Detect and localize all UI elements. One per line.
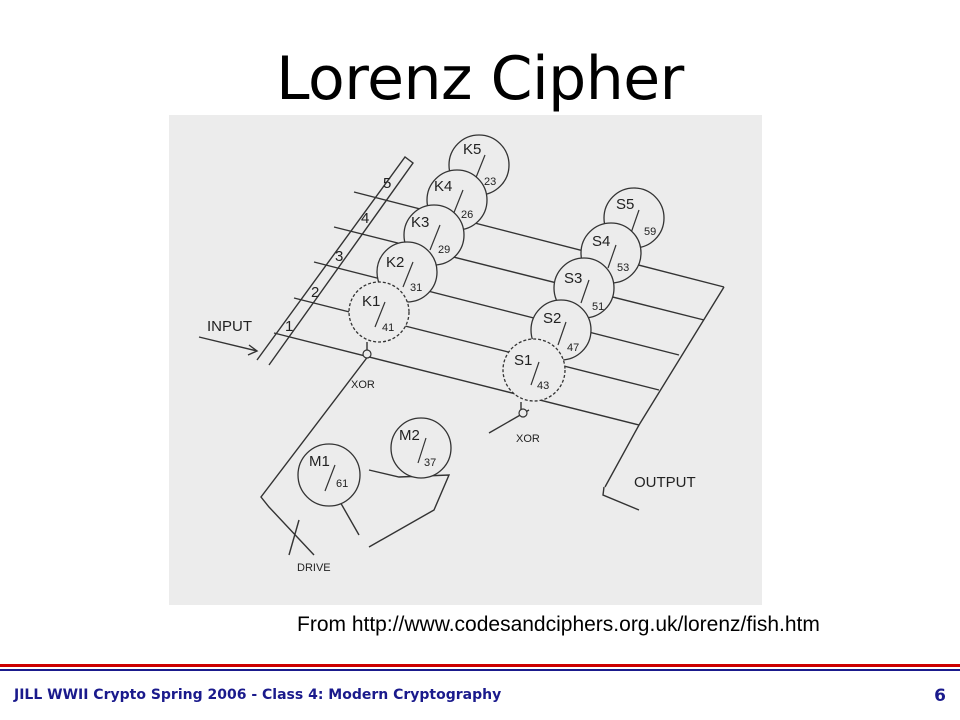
drive-label: DRIVE [297,562,331,574]
drive-wire-a [260,354,370,556]
svg-text:59: 59 [644,226,656,238]
footer-divider-blue [0,669,960,671]
svg-text:23: 23 [484,176,496,188]
lorenz-diagram-svg: 1 2 3 4 5 K5 23 K4 26 K3 29 K2 31 [198,134,725,574]
svg-text:41: 41 [382,322,394,334]
svg-text:K1: K1 [362,293,380,310]
channel-line-2 [293,297,660,391]
svg-text:S5: S5 [616,196,634,213]
channel-line-5 [353,191,725,288]
svg-text:M2: M2 [399,427,420,444]
m-wheel-1: M1 61 [297,443,361,507]
svg-text:K2: K2 [386,254,404,271]
svg-text:31: 31 [410,282,422,294]
output-bar [604,286,725,488]
footer-course-title: JILL WWII Crypto Spring 2006 - Class 4: … [14,687,502,703]
svg-text:K3: K3 [411,214,429,231]
svg-text:K5: K5 [463,141,481,158]
m-wheel-2: M2 37 [390,417,452,479]
xor-node-k [362,349,372,359]
footer-divider-red [0,664,960,667]
svg-text:29: 29 [438,244,450,256]
s-wheel-1: S1 43 [502,338,566,402]
page-number: 6 [934,686,946,706]
output-arrow-line [602,486,640,511]
k-wheel-1: K1 41 [348,281,410,343]
svg-text:26: 26 [461,209,473,221]
channel-line-1 [273,332,640,426]
input-bar [256,156,414,366]
svg-text:S4: S4 [592,233,610,250]
channel-line-4 [333,226,705,321]
slide-title: Lorenz Cipher [276,44,684,114]
svg-text:K4: K4 [434,178,452,195]
svg-text:S2: S2 [543,310,561,327]
channel-line-3 [313,261,680,356]
xor-node-s [518,408,528,418]
channel-label-2: 2 [311,284,319,301]
drive-wire-c [338,499,360,536]
channel-label-3: 3 [335,248,343,265]
input-arrow-line [198,336,258,352]
svg-text:47: 47 [567,342,579,354]
drive-wire-b [288,519,300,556]
channel-label-1: 1 [285,318,293,335]
svg-text:S3: S3 [564,270,582,287]
m2-feedback-wire [368,469,451,548]
svg-text:43: 43 [537,380,549,392]
input-label: INPUT [207,318,252,335]
source-caption: From http://www.codesandciphers.org.uk/l… [297,613,820,636]
channel-label-5: 5 [383,175,391,192]
svg-text:51: 51 [592,301,604,313]
svg-text:53: 53 [617,262,629,274]
svg-text:61: 61 [336,478,348,490]
svg-text:S1: S1 [514,352,532,369]
channel-label-4: 4 [361,210,369,227]
lorenz-diagram: 1 2 3 4 5 K5 23 K4 26 K3 29 K2 31 [169,115,762,605]
svg-text:M1: M1 [309,453,330,470]
xor-label-k: XOR [351,379,375,391]
output-label: OUTPUT [634,474,696,491]
xor-label-s: XOR [516,433,540,445]
svg-text:37: 37 [424,457,436,469]
